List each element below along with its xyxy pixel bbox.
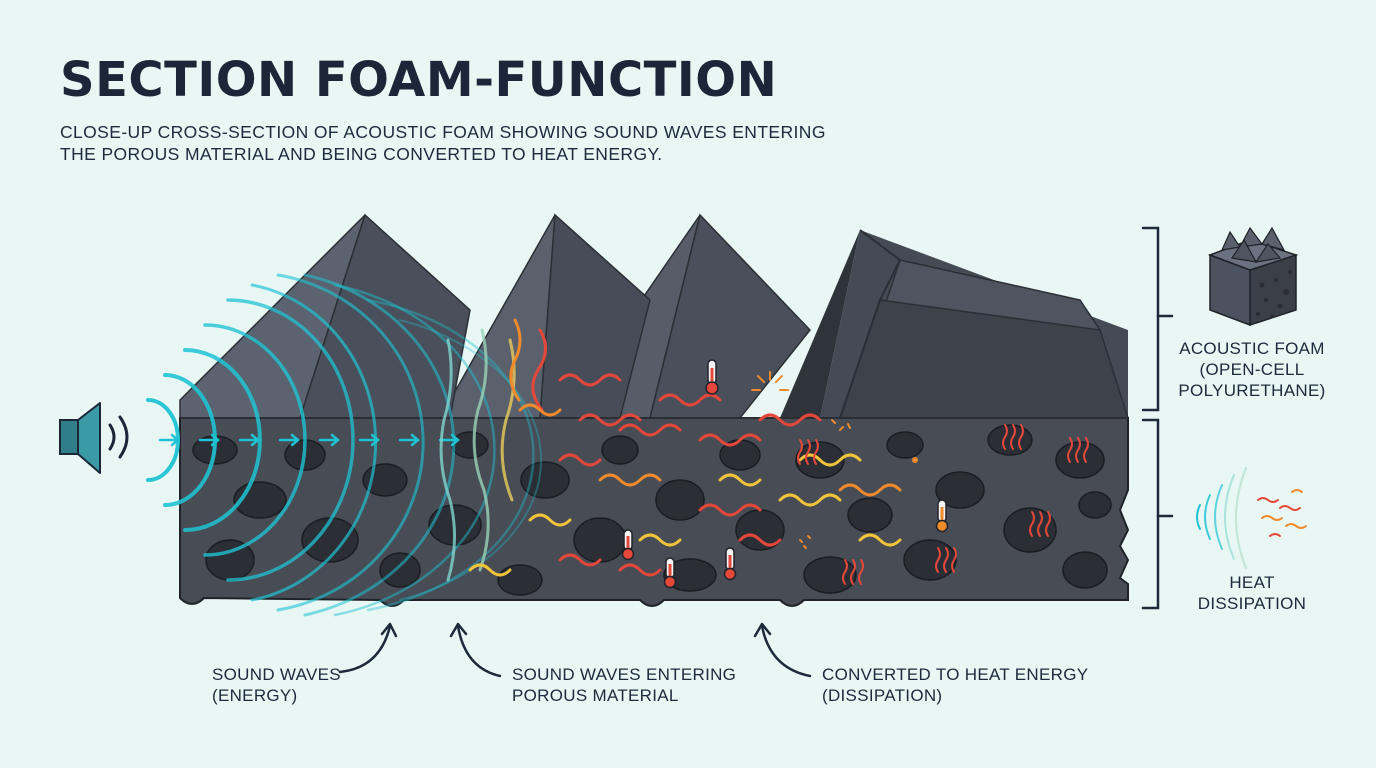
foam-pyramids <box>179 213 1130 419</box>
callout-converted-line1: CONVERTED TO HEAT ENERGY <box>822 665 1089 684</box>
callout-converted-line2: (DISSIPATION) <box>822 686 943 705</box>
legend-foam-line3: POLYURETHANE) <box>1178 381 1326 400</box>
heat-sparks <box>751 371 918 549</box>
heat-waves-in-pores <box>797 424 1089 585</box>
legend-heat-line1: HEAT <box>1229 573 1275 592</box>
callout-entering: SOUND WAVES ENTERING POROUS MATERIAL <box>512 664 736 706</box>
legend-foam-line2: (OPEN-CELL <box>1199 360 1305 379</box>
callout-sound-waves-line1: SOUND WAVES <box>212 665 341 684</box>
foam-pyramid-center <box>438 213 651 419</box>
thermometer-icon <box>621 359 949 589</box>
legend-foam: ACOUSTIC FOAM (OPEN-CELL POLYURETHANE) <box>1172 338 1332 401</box>
legend-foam-line1: ACOUSTIC FOAM <box>1179 339 1325 358</box>
heat-dissipation-icon <box>1196 467 1307 569</box>
callout-sound-waves: SOUND WAVES (ENERGY) <box>212 664 341 706</box>
legend-heat-line2: DISSIPATION <box>1197 594 1307 613</box>
callout-sound-waves-line2: (ENERGY) <box>212 686 298 705</box>
callout-entering-line2: POROUS MATERIAL <box>512 686 679 705</box>
callout-entering-line1: SOUND WAVES ENTERING <box>512 665 737 684</box>
page-title: SECTION FOAM-FUNCTION <box>60 52 778 108</box>
foam-pyramid-right <box>780 229 1130 419</box>
wave-to-heat-squiggles <box>439 318 902 582</box>
foam-block-icon <box>1207 226 1299 327</box>
legend-brackets <box>1141 226 1174 610</box>
foam-body <box>179 417 1130 607</box>
sound-wave-arcs <box>146 273 542 617</box>
callout-arrows <box>338 622 812 678</box>
legend-heat: HEAT DISSIPATION <box>1172 572 1332 614</box>
sound-wave-arrows <box>158 433 460 447</box>
speaker-icon <box>59 402 129 474</box>
subtitle-line-2: THE POROUS MATERIAL AND BEING CONVERTED … <box>60 144 663 164</box>
callout-converted: CONVERTED TO HEAT ENERGY (DISSIPATION) <box>822 664 1088 706</box>
subtitle-line-1: CLOSE-UP CROSS-SECTION OF ACOUSTIC FOAM … <box>60 122 826 142</box>
